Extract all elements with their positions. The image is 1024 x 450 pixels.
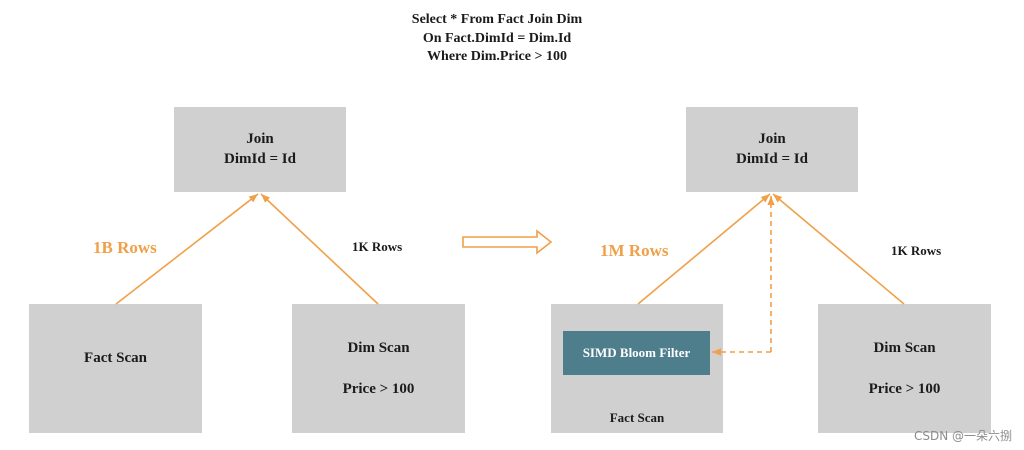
- left-fact-scan-label: Fact Scan: [84, 350, 147, 366]
- left-fact-scan-node: Fact Scan: [29, 304, 202, 433]
- transform-arrow-icon: [462, 229, 553, 255]
- left-dim-scan-node: Dim Scan Price > 100: [292, 304, 465, 433]
- query-line-where: Where Dim.Price > 100: [427, 49, 567, 64]
- left-dim-rows-label: 1K Rows: [352, 239, 403, 254]
- left-join-node: Join DimId = Id: [174, 107, 346, 192]
- right-dim-scan-filter: Price > 100: [868, 381, 941, 397]
- query-line-select: Select * From Fact Join Dim: [411, 12, 583, 27]
- bloom-filter-box: SIMD Bloom Filter: [563, 331, 710, 375]
- left-fact-rows-label: 1B Rows: [93, 238, 157, 257]
- watermark: CSDN @一朵六捌: [913, 429, 1012, 443]
- left-dim-scan-label: Dim Scan: [347, 340, 410, 356]
- query-line-on: On Fact.DimId = Dim.Id: [422, 30, 572, 46]
- left-dim-scan-filter: Price > 100: [342, 381, 415, 397]
- left-join-title: Join: [246, 131, 274, 147]
- query-text: Select * From Fact Join Dim On Fact.DimI…: [347, 11, 647, 67]
- right-fact-scan-node: SIMD Bloom Filter Fact Scan: [551, 304, 723, 433]
- right-fact-rows-label: 1M Rows: [600, 241, 669, 260]
- right-fact-scan-label: Fact Scan: [609, 410, 665, 425]
- right-join-node: Join DimId = Id: [686, 107, 858, 192]
- right-dim-scan-label: Dim Scan: [873, 340, 936, 356]
- right-dim-scan-node: Dim Scan Price > 100: [818, 304, 991, 433]
- left-join-condition: DimId = Id: [224, 151, 296, 167]
- right-join-title: Join: [758, 131, 786, 147]
- right-join-condition: DimId = Id: [736, 151, 808, 167]
- right-dim-rows-label: 1K Rows: [891, 243, 942, 258]
- right-dim-to-join-arrow: [772, 193, 905, 305]
